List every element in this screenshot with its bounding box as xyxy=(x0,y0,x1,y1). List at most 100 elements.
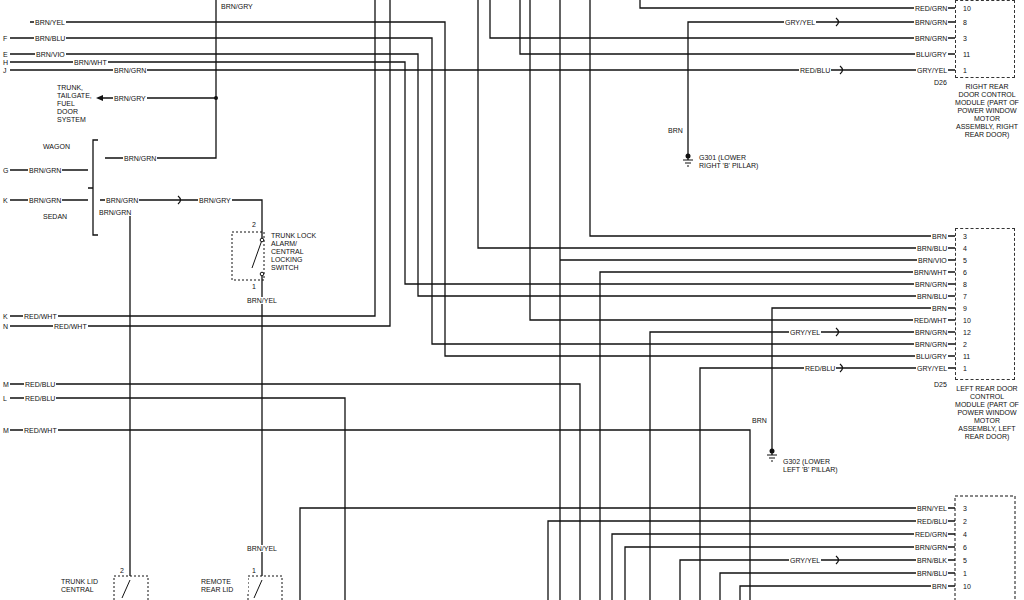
wire-color: GRY/YEL xyxy=(784,19,816,26)
pin-number: 11 xyxy=(962,51,971,58)
component-label: REMOTE REAR LID xyxy=(200,578,248,594)
pin-number: 2 xyxy=(119,567,125,574)
wire-color: BRN/GRN xyxy=(914,19,948,26)
connector-letter: L xyxy=(2,395,8,402)
pin-number: 4 xyxy=(962,245,968,252)
component-label: TRUNK LID CENTRAL xyxy=(60,578,112,594)
pin-number: 3 xyxy=(962,233,968,240)
pin-number: 1 xyxy=(962,570,968,577)
pin-number: 12 xyxy=(962,329,972,336)
wire-color: BRN/VIO xyxy=(35,51,66,58)
wire-color: BRN/GRN xyxy=(914,329,948,336)
wire-color: GRY/YEL xyxy=(916,365,948,372)
wire-color: BRN/GRN xyxy=(28,167,62,174)
component-label: BRN xyxy=(931,233,948,240)
connector-letter: K xyxy=(2,197,9,204)
component-label: BRN xyxy=(667,127,684,134)
pin-number: 7 xyxy=(962,293,968,300)
module-name: RIGHT REAR DOOR CONTROL MODULE (PART OF … xyxy=(955,83,1019,139)
wire-color: BLU/GRY xyxy=(915,51,948,58)
wire-color: RED/WHT xyxy=(53,323,88,330)
pin-number: 8 xyxy=(962,281,968,288)
wire-color: BRN/BLU xyxy=(916,245,948,252)
wire-color: BRN/GRN xyxy=(914,35,948,42)
component-label: BRN xyxy=(751,417,768,424)
pin-number: 1 xyxy=(251,283,257,290)
wire-color: RED/BLU xyxy=(24,395,56,402)
wire-color: RED/WHT xyxy=(23,313,58,320)
pin-number: 10 xyxy=(962,583,972,590)
component-label: D26 xyxy=(933,79,948,86)
pin-number: 1 xyxy=(962,67,968,74)
wire-color: BRN/BLU xyxy=(916,293,948,300)
pin-number: 10 xyxy=(962,5,972,12)
wire-color: RED/GRN xyxy=(914,5,948,12)
connector-letter: G xyxy=(2,167,9,174)
pin-number: 10 xyxy=(962,317,972,324)
wire-color: BRN/BLU xyxy=(916,570,948,577)
wire-color: BRN/GRY xyxy=(113,95,147,102)
wire-color: BRN/YEL xyxy=(246,297,278,304)
pin-number: 11 xyxy=(962,353,971,360)
connector-letter: K xyxy=(2,313,9,320)
wire-color: RED/BLU xyxy=(804,365,836,372)
wire-color: BRN/BLK xyxy=(916,557,948,564)
wire-color: BRN/YEL xyxy=(34,19,66,26)
component-label: TRUNK, TAILGATE, FUEL DOOR SYSTEM xyxy=(56,84,96,124)
pin-number: 2 xyxy=(251,221,257,228)
component-label: BRN xyxy=(931,305,948,312)
component-label: SEDAN xyxy=(42,213,68,220)
connector-letter: E xyxy=(2,51,9,58)
wire-color: RED/BLU xyxy=(916,518,948,525)
wire-color: BRN/GRN xyxy=(914,341,948,348)
wire-color: BRN/WHT xyxy=(73,59,108,66)
component-label: BRN xyxy=(931,583,948,590)
wire-color: BRN/WHT xyxy=(913,269,948,276)
pin-number: 5 xyxy=(962,557,968,564)
wire-color: GRY/YEL xyxy=(916,67,948,74)
component-label: G301 (LOWER RIGHT 'B' PILLAR) xyxy=(698,154,762,170)
pin-number: 3 xyxy=(962,505,968,512)
wire-color: GRY/YEL xyxy=(789,557,821,564)
wire-color: BRN/GRN xyxy=(28,197,62,204)
component-label: G302 (LOWER LEFT 'B' PILLAR) xyxy=(782,458,846,474)
pin-number: 6 xyxy=(962,269,968,276)
pin-number: 1 xyxy=(251,567,257,574)
connector-letter: H xyxy=(2,59,9,66)
component-label: D25 xyxy=(933,381,948,388)
connector-letter: J xyxy=(2,67,8,74)
wire-color: RED/WHT xyxy=(23,427,58,434)
wire-color: BLU/GRY xyxy=(915,353,948,360)
wire-color: BRN/GRY xyxy=(198,197,232,204)
wire-color: RED/GRN xyxy=(914,531,948,538)
wire-color: BRN/GRN xyxy=(113,67,147,74)
wire-color: BRN/GRY xyxy=(220,3,254,10)
wire-color: BRN/YEL xyxy=(916,505,948,512)
wire-color: RED/BLU xyxy=(24,381,56,388)
pin-number: 6 xyxy=(962,544,968,551)
wire-color: RED/BLU xyxy=(799,67,831,74)
pin-number: 8 xyxy=(962,19,968,26)
pin-number: 2 xyxy=(962,518,968,525)
module-name: LEFT REAR DOOR CONTROL MODULE (PART OF P… xyxy=(955,385,1019,441)
component-label: WAGON xyxy=(42,143,71,150)
wire-color: BRN/GRN xyxy=(105,197,139,204)
connector-letter: F xyxy=(2,35,8,42)
pin-number: 1 xyxy=(962,365,968,372)
connector-letter: M xyxy=(2,381,10,388)
wire-color: BRN/GRN xyxy=(914,544,948,551)
wire-color: BRN/GRN xyxy=(123,155,157,162)
wire-color: BRN/VIO xyxy=(917,257,948,264)
wire-color: BRN/GRN xyxy=(98,209,132,216)
wire-color: TRUNK LOCK ALARM/ CENTRAL LOCKING SWITCH xyxy=(270,232,320,272)
pin-number: 9 xyxy=(962,305,968,312)
wire-color: BRN/BLU xyxy=(34,35,66,42)
wire-color: GRY/YEL xyxy=(789,329,821,336)
pin-number: 2 xyxy=(962,341,968,348)
pin-number: 4 xyxy=(962,531,968,538)
pin-number: 3 xyxy=(962,35,968,42)
wire-color: BRN/GRN xyxy=(914,281,948,288)
connector-letter: N xyxy=(2,323,9,330)
